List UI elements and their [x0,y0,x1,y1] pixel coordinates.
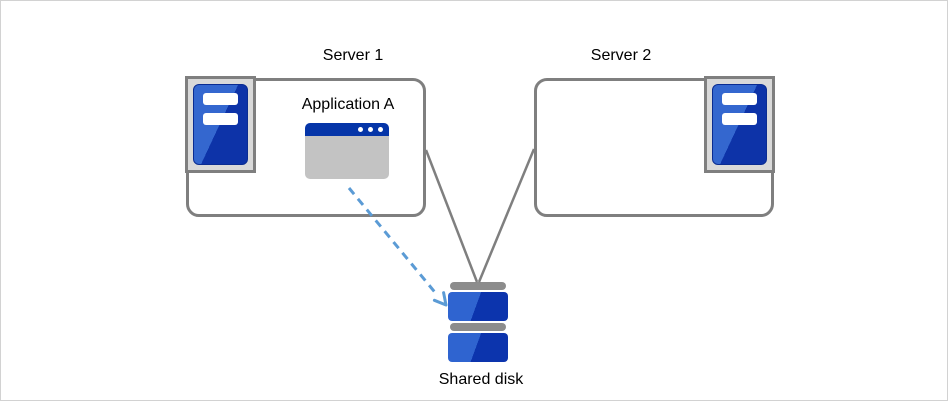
server2-icon-box [704,76,775,173]
disk-platter [448,292,508,321]
tower-slot-bar [722,113,757,125]
disk-cap [450,282,506,290]
connector-server1-disk [424,149,479,283]
titlebar-dot-icon [358,127,363,132]
application-a-label: Application A [301,96,395,113]
app-window-titlebar [305,123,389,136]
server1-icon-box [185,76,256,173]
titlebar-dot-icon [378,127,383,132]
server2-label: Server 2 [590,47,652,64]
app-window-body [305,136,389,179]
application-window-icon [305,123,389,179]
server1-label: Server 1 [322,47,384,64]
tower-slot-bar [722,93,757,105]
tower-slot-bar [203,93,238,105]
shared-disk-label: Shared disk [438,371,524,388]
server-tower-icon [712,84,767,165]
disk-cap [450,323,506,331]
shared-disk-icon [448,282,508,362]
titlebar-dot-icon [368,127,373,132]
disk-platter [448,333,508,362]
tower-slot-bar [203,113,238,125]
server-tower-icon [193,84,248,165]
arrowhead-icon [432,291,448,307]
connector-server2-disk [477,148,536,283]
